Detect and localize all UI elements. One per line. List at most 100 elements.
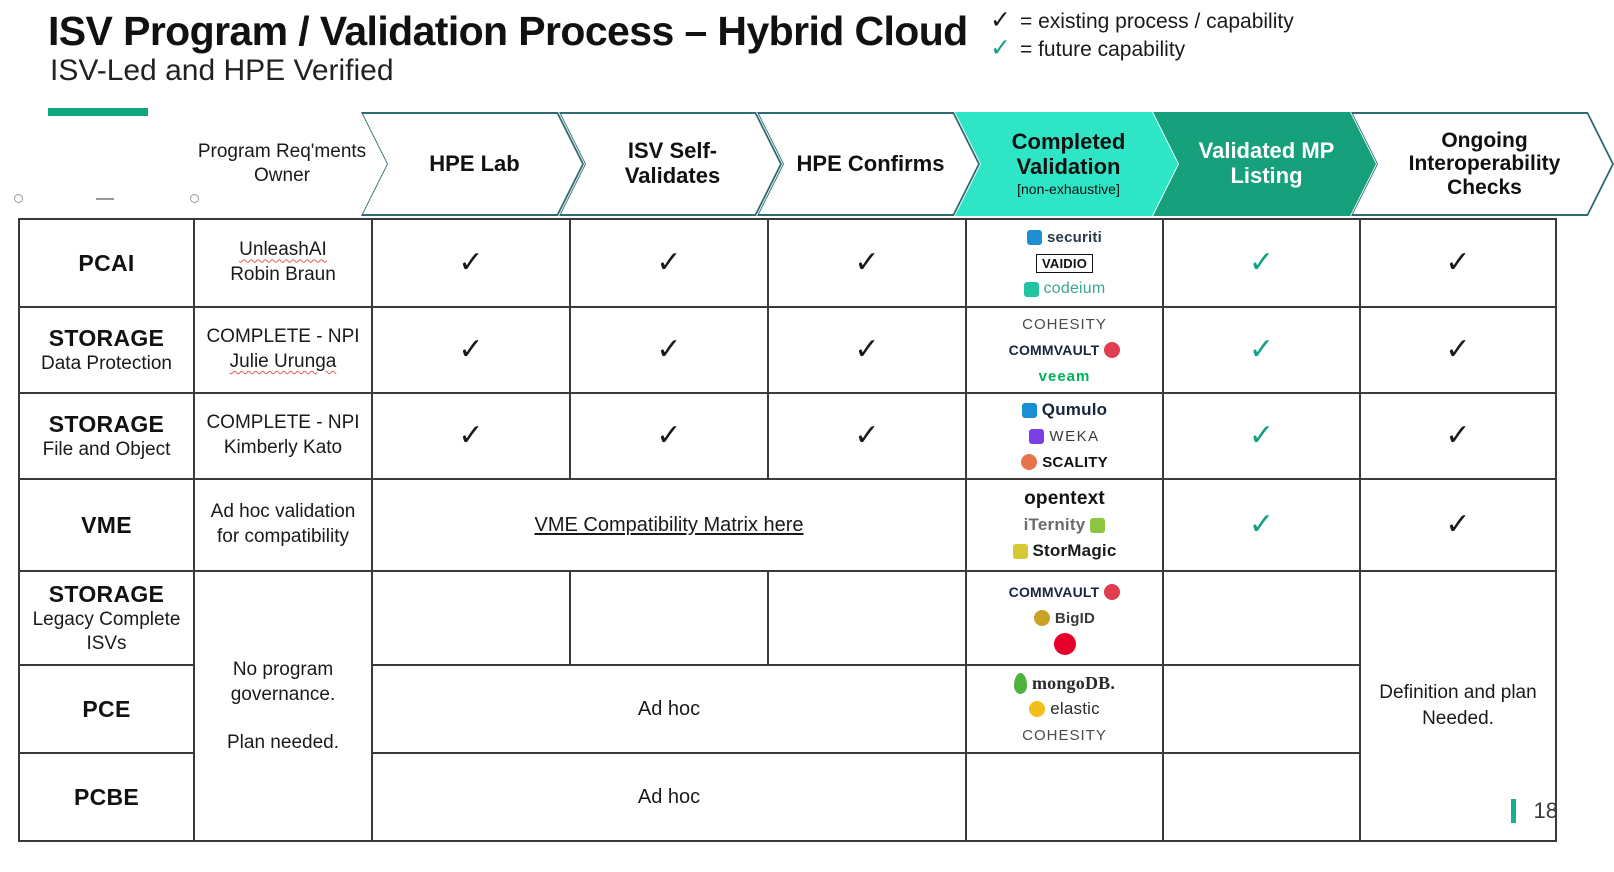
selection-handle-left[interactable] [14, 194, 23, 203]
table-cell-adhoc-pce-span: Ad hoc [371, 664, 965, 752]
stage-sublabel: [non-exhaustive] [1017, 181, 1120, 198]
check-black-icon: ✓ [854, 418, 880, 453]
check-black-icon: ✓ [458, 245, 484, 280]
logo-text: COMMVAULT [1008, 342, 1100, 358]
table-cell-category-storage-file-object: STORAGE File and Object [18, 392, 193, 478]
logo-commvault: COMMVAULT [1009, 341, 1121, 359]
logo-bigid: BigID [1033, 609, 1096, 627]
table-cell-validated-mp-storage-data-protection: ✓ [1162, 306, 1359, 392]
stage-label-line1: ISV Self- [627, 138, 718, 164]
stage-label-line3: Checks [1447, 175, 1522, 199]
check-black-icon: ✓ [458, 418, 484, 453]
logo-qumulo: Qumulo [1021, 400, 1107, 419]
table-cell-category-pcbe: PCBE [18, 752, 193, 842]
logo-weka: WEKA [1029, 427, 1099, 445]
stage-label-line2: Listing [1230, 163, 1303, 188]
selection-handle-middle[interactable] [96, 198, 114, 200]
table-cell-ongoing-vme: ✓ [1359, 478, 1557, 570]
table-cell-completed-validation-pcai: securiti VAIDIO codeium [965, 218, 1162, 306]
table-cell-owner-vme: Ad hoc validation for compatibility [193, 478, 371, 570]
check-black-icon: ✓ [656, 418, 682, 453]
table-cell-category-storage-legacy: STORAGE Legacy Complete ISVs [18, 570, 193, 664]
commvault-mark-icon [1104, 584, 1121, 600]
table-cell-category-vme: VME [18, 478, 193, 570]
logo-scality: SCALITY [1021, 453, 1108, 471]
table-cell-ongoing-storage-file-object: ✓ [1359, 392, 1557, 478]
table-cell-isv-self-storage-file-object: ✓ [569, 392, 767, 478]
stage-label: HPE Confirms [796, 150, 945, 176]
table-cell-hpe-lab-storage-data-protection: ✓ [371, 306, 569, 392]
table-cell-isv-self-storage-legacy [569, 570, 767, 664]
logo-text: BigID [1054, 609, 1096, 627]
adhoc-label: Ad hoc [637, 785, 701, 808]
stage-label: HPE Lab [429, 150, 520, 176]
table-cell-ongoing-storage-data-protection: ✓ [1359, 306, 1557, 392]
logo-veeam: veeam [1039, 367, 1091, 385]
logo-commvault: COMMVAULT [1009, 583, 1121, 601]
owner-line2: Julie Urunga [229, 351, 337, 372]
check-black-icon: ✓ [1445, 418, 1471, 453]
check-black-icon: ✓ [1445, 507, 1471, 542]
column-header-owner: Program Req'ments Owner [193, 112, 371, 216]
table-cell-completed-validation-vme: opentext iTernity StorMagic [965, 478, 1162, 570]
stormagic-mark-icon [1012, 543, 1028, 559]
logo-text: iTernity [1023, 515, 1086, 534]
owner-note-line1: No program [232, 658, 334, 680]
table-cell-owner-pcai: UnleashAI Robin Braun [193, 218, 371, 306]
chevron-fill [363, 114, 582, 214]
stage-chevron-completed-validation[interactable]: Completed Validation [non-exhaustive] [955, 112, 1178, 216]
iternity-mark-icon [1090, 517, 1106, 533]
stage-chevron-validated-mp-listing[interactable]: Validated MP Listing [1153, 112, 1376, 216]
logo-vaidio: VAIDIO [1035, 253, 1094, 273]
owner-line1: Ad hoc validation [210, 501, 356, 523]
table-cell-ongoing-definition-merged: Definition and plan Needed. [1359, 570, 1557, 842]
ongoing-note-line2: Needed. [1422, 708, 1494, 729]
table-cell-owner-storage-file-object: COMPLETE - NPI Kimberly Kato [193, 392, 371, 478]
logo-text: COHESITY [1022, 726, 1107, 744]
table-cell-hpe-lab-storage-file-object: ✓ [371, 392, 569, 478]
stage-chevron-hpe-confirms[interactable]: HPE Confirms [757, 112, 980, 216]
table-cell-isv-self-pcai: ✓ [569, 218, 767, 306]
process-stage-header: Program Req'ments Owner HPE Lab ISV Self… [0, 112, 1614, 216]
validation-matrix-table: PCAI UnleashAI Robin Braun ✓ ✓ ✓ securit… [18, 218, 1557, 842]
chevron-fill [1353, 114, 1612, 214]
table-cell-hpe-confirms-storage-file-object: ✓ [767, 392, 965, 478]
owner-line1: COMPLETE - NPI [206, 412, 360, 434]
mongodb-leaf-icon [1013, 672, 1027, 694]
weka-mark-icon [1029, 428, 1045, 444]
logo-mongodb: mongoDB. [1013, 672, 1115, 694]
logo-codeium: codeium [1023, 280, 1106, 298]
stage-chevron-ongoing-interoperability-checks[interactable]: Ongoing Interoperability Checks [1351, 112, 1614, 216]
stage-chevron-isv-self-validates[interactable]: ISV Self- Validates [559, 112, 782, 216]
logo-stack: mongoDB. elastic COHESITY [967, 672, 1162, 744]
category-name: PCE [82, 695, 131, 722]
adhoc-label: Ad hoc [637, 697, 701, 720]
category-subtitle: File and Object [42, 438, 171, 460]
category-subtitle: Data Protection [41, 352, 172, 374]
check-black-icon: ✓ [1445, 332, 1471, 367]
owner-line1: UnleashAI [239, 239, 327, 261]
stage-label-line1: Validated MP [1198, 138, 1335, 164]
ongoing-note-line1: Definition and plan [1379, 682, 1537, 704]
vme-compatibility-matrix-link[interactable]: VME Compatibility Matrix here [534, 513, 804, 536]
category-name: VME [81, 511, 132, 538]
owner-note-line3: Plan needed. [227, 731, 339, 753]
logo-stack: Qumulo WEKA SCALITY [967, 400, 1162, 471]
category-name: STORAGE [48, 581, 165, 608]
check-black-icon: ✓ [656, 245, 682, 280]
table-cell-owner-no-governance-merged: No program governance. Plan needed. [193, 570, 371, 842]
selection-handle-right[interactable] [190, 194, 199, 203]
logo-cohesity: COHESITY [1022, 315, 1107, 333]
check-black-icon: ✓ [990, 6, 1011, 34]
table-cell-vme-compatibility-span: VME Compatibility Matrix here [371, 478, 965, 570]
check-green-icon: ✓ [1248, 507, 1275, 542]
stage-chevron-hpe-lab[interactable]: HPE Lab [361, 112, 584, 216]
logo-text: codeium [1043, 280, 1106, 297]
table-cell-validated-mp-vme: ✓ [1162, 478, 1359, 570]
chevron-fill [957, 114, 1176, 214]
legend: ✓ = existing process / capability ✓ = fu… [990, 8, 1294, 64]
table-cell-hpe-confirms-pcai: ✓ [767, 218, 965, 306]
check-black-icon: ✓ [854, 332, 880, 367]
slide-number-accent-bar [1510, 799, 1516, 823]
